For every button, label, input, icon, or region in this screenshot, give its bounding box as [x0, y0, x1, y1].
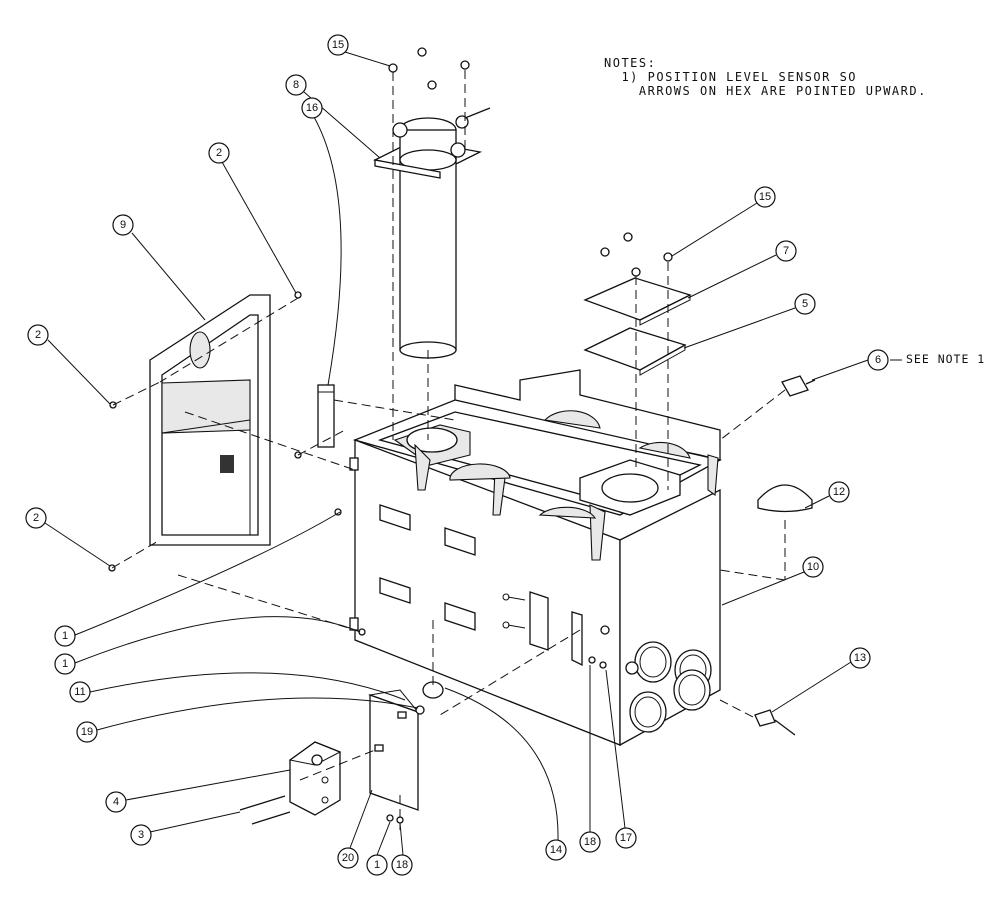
balloon-2c: 2: [25, 507, 47, 529]
balloon-11-label: 11: [74, 686, 85, 698]
balloon-20-label: 20: [342, 852, 354, 864]
balloon-4-label: 4: [113, 796, 119, 808]
cover-panel: [149, 294, 271, 546]
see-note-label: SEE NOTE 1: [906, 352, 986, 366]
balloon-7: 7: [775, 240, 797, 262]
balloon-2a: 2: [208, 142, 230, 164]
leader-lines: [44, 51, 902, 856]
balloon-10: 10: [802, 556, 824, 578]
nuts: [388, 47, 673, 277]
note-1-line-1: 1) POSITION LEVEL SENSOR SO: [621, 70, 858, 84]
balloon-1a-label: 1: [62, 630, 68, 642]
balloon-2a-label: 2: [216, 147, 222, 159]
balloon-15a: 15: [327, 34, 349, 56]
balloon-18b: 18: [579, 831, 601, 853]
balloon-12-label: 12: [833, 486, 845, 498]
balloon-6: 6: [867, 349, 889, 371]
balloon-14: 14: [545, 839, 567, 861]
balloon-20: 20: [337, 847, 359, 869]
balloon-1b-label: 1: [62, 658, 68, 670]
small-parts: [108, 291, 816, 825]
notes-block: NOTES: 1) POSITION LEVEL SENSOR SO ARROW…: [604, 56, 927, 98]
balloon-1a: 1: [54, 625, 76, 647]
balloon-1b: 1: [54, 653, 76, 675]
balloon-2b-label: 2: [35, 329, 41, 341]
balloon-13: 13: [849, 647, 871, 669]
balloon-2c-label: 2: [33, 512, 39, 524]
balloon-16-label: 16: [306, 102, 318, 114]
balloon-2b: 2: [27, 324, 49, 346]
balloon-15b: 15: [754, 186, 776, 208]
balloon-17-label: 17: [620, 832, 632, 844]
balloon-7-label: 7: [783, 245, 789, 257]
balloon-3-label: 3: [138, 829, 144, 841]
balloon-4: 4: [105, 791, 127, 813]
balloon-9: 9: [112, 214, 134, 236]
balloon-18a-label: 18: [396, 859, 408, 871]
balloon-13-label: 13: [854, 652, 866, 664]
balloon-19: 19: [76, 721, 98, 743]
balloon-18a: 18: [391, 854, 413, 876]
note-1-line-2: ARROWS ON HEX ARE POINTED UPWARD.: [638, 84, 927, 98]
balloon-17: 17: [615, 827, 637, 849]
balloon-16: 16: [301, 97, 323, 119]
balloon-9-label: 9: [120, 219, 126, 231]
balloon-10-label: 10: [807, 561, 819, 573]
balloon-11: 11: [69, 681, 91, 703]
balloon-5: 5: [794, 293, 816, 315]
main-housing: [349, 369, 722, 747]
sensor-tube: [372, 107, 491, 359]
balloon-19-label: 19: [81, 726, 93, 738]
cover-plates: [583, 277, 692, 376]
balloon-15b-label: 15: [759, 191, 771, 203]
balloon-12: 12: [828, 481, 850, 503]
balloon-6-label: 6: [875, 354, 881, 366]
balloon-15a-label: 15: [332, 39, 344, 51]
balloon-1c: 1: [366, 854, 388, 876]
balloon-14-label: 14: [550, 844, 562, 856]
balloon-5-label: 5: [802, 298, 808, 310]
balloon-8: 8: [285, 74, 307, 96]
balloon-8-label: 8: [293, 79, 299, 91]
balloon-3: 3: [130, 824, 152, 846]
notes-heading: NOTES:: [604, 56, 657, 70]
balloon-18b-label: 18: [584, 836, 596, 848]
balloon-1c-label: 1: [374, 859, 380, 871]
